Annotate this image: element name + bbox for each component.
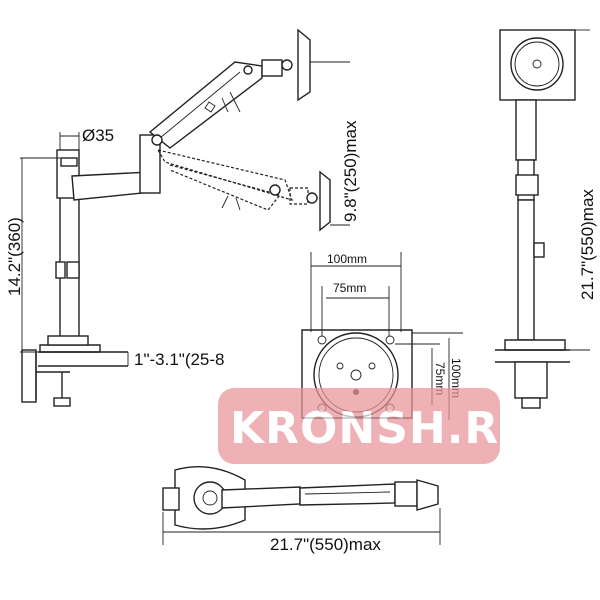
front-arm <box>515 99 537 161</box>
vesa-100-width-label: 100mm <box>327 252 367 266</box>
top-view-arm <box>221 486 301 509</box>
gas-spring-arm-lower-position <box>156 149 293 201</box>
pole-height-label: 14.2"(360) <box>5 217 24 296</box>
arm-vertical-range-label: 9.8"(250)max <box>341 120 360 222</box>
clamp-body <box>21 349 37 403</box>
side-view <box>20 28 350 407</box>
top-view <box>162 465 441 545</box>
pole-diameter-label: Ø35 <box>82 126 114 145</box>
vesa-plate-upper <box>297 28 311 102</box>
total-height-label: 21.7"(550)max <box>578 189 597 300</box>
vesa-75-width-label: 75mm <box>333 281 366 295</box>
front-clamp <box>514 361 548 399</box>
base <box>39 344 101 353</box>
tilt-knob-upper <box>281 59 293 71</box>
vesa-plate-lower <box>319 170 331 232</box>
gas-spring-arm <box>148 61 263 149</box>
tilt-knob-lower <box>306 192 318 204</box>
clamp-knob <box>53 397 71 407</box>
desk-thickness-label: 1"-3.1"(25-8 <box>134 350 225 369</box>
front-base <box>504 339 566 351</box>
vesa-75-height-label: 75mm <box>433 362 447 395</box>
front-view <box>495 29 590 409</box>
pole-collar <box>55 261 66 279</box>
front-pole <box>517 199 535 341</box>
watermark-text: KRONSH.RU <box>230 403 536 454</box>
total-reach-label: 21.7"(550)max <box>270 535 381 554</box>
watermark: KRONSH.RU <box>218 388 536 464</box>
arm-joint <box>139 134 161 194</box>
